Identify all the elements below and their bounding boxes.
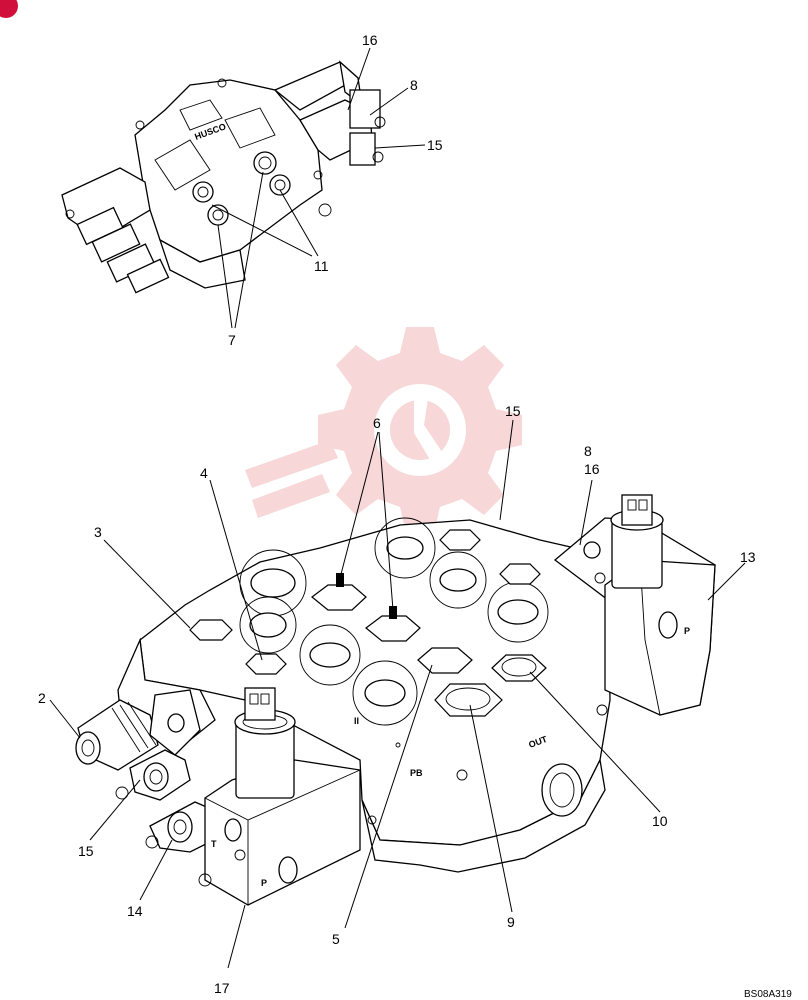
callout-15-mid: 15 (505, 403, 521, 419)
port-p-left-stamp: P (261, 878, 267, 888)
callout-10: 10 (652, 813, 668, 829)
port-pb-stamp: PB (410, 768, 423, 778)
callout-13: 13 (740, 549, 756, 565)
callout-11: 11 (314, 258, 329, 274)
callout-6: 6 (373, 415, 381, 431)
callout-8-top: 8 (410, 77, 418, 93)
callout-3: 3 (94, 524, 102, 540)
callout-17: 17 (214, 980, 230, 996)
port-p-right-stamp: P (684, 626, 690, 636)
callout-15-top: 15 (427, 137, 443, 153)
callout-4: 4 (200, 465, 208, 481)
callout-5: 5 (332, 931, 340, 947)
reference-code: BS08A319 (744, 989, 792, 1000)
callout-15-left: 15 (78, 843, 94, 859)
callout-8-right: 8 (584, 443, 592, 459)
top-valve-assembly (61, 60, 386, 294)
port-t-stamp: T (211, 839, 217, 849)
port-ii-stamp: II (354, 716, 359, 726)
callout-16-right: 16 (584, 461, 600, 477)
callout-16-top: 16 (362, 32, 378, 48)
leader-lines (49, 47, 746, 969)
corner-badge-icon (0, 0, 18, 18)
bottom-valve-assembly (75, 494, 716, 906)
gear-wrench-logo-watermark (245, 327, 522, 533)
callout-7: 7 (228, 332, 236, 348)
callout-9: 9 (507, 914, 515, 930)
callout-2: 2 (38, 690, 46, 706)
callout-14: 14 (127, 903, 143, 919)
